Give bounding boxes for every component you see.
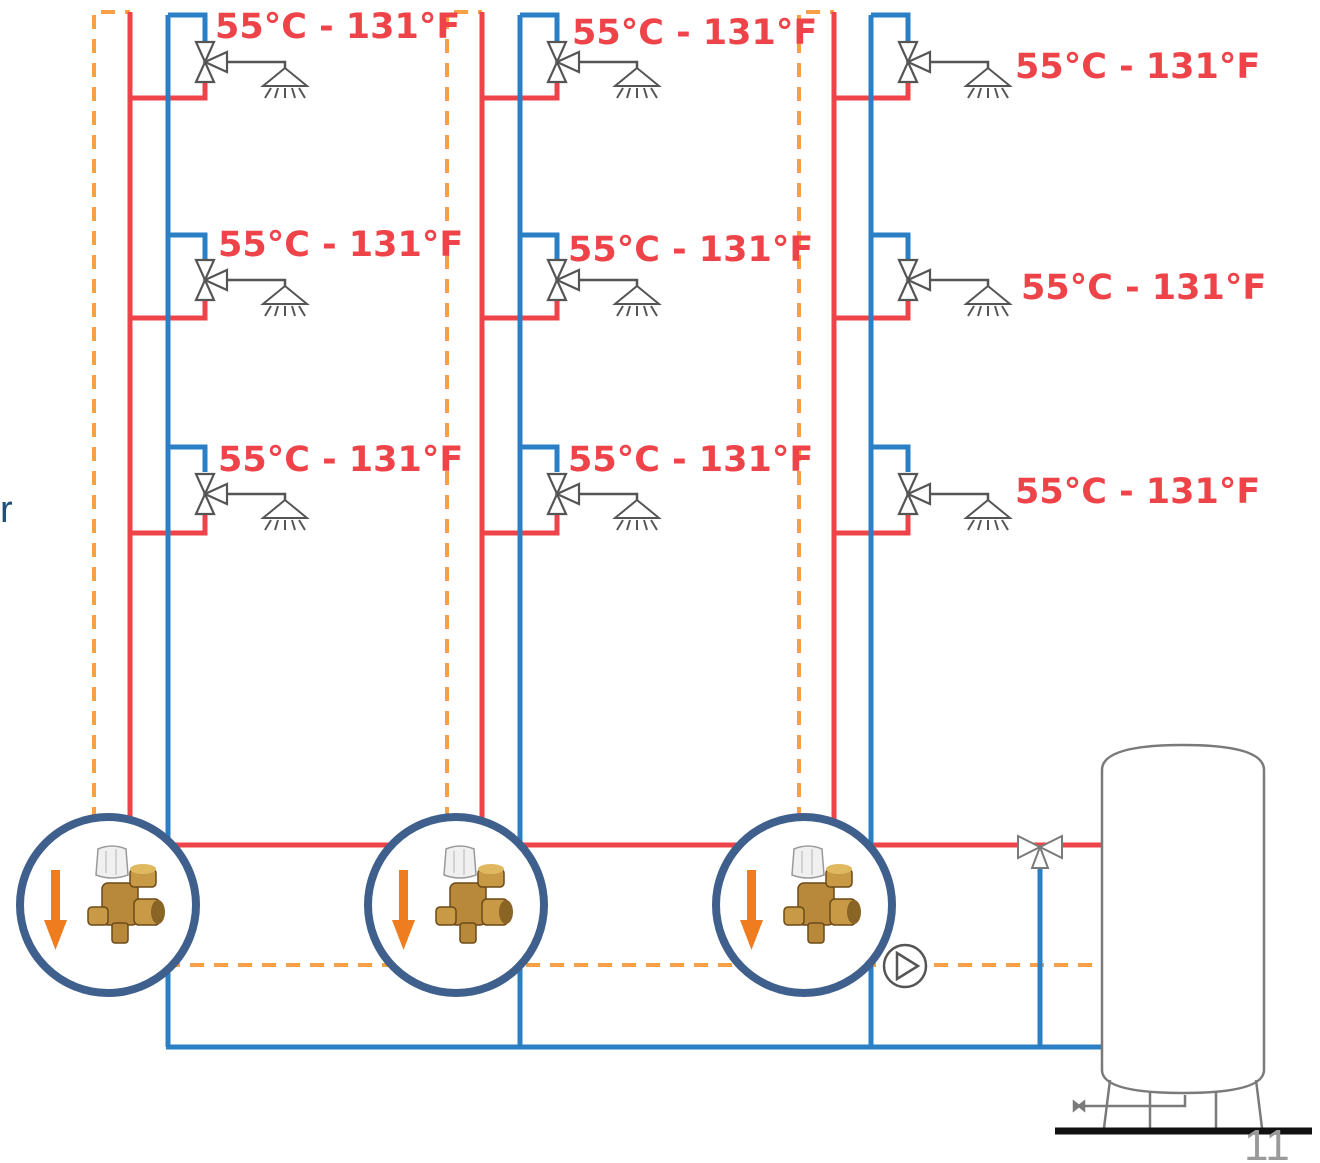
mixing-valve-callout: [20, 817, 196, 993]
shower-pipe: [930, 62, 988, 68]
three-way-valve-icon: [1018, 836, 1062, 868]
shower-head-icon: [966, 68, 1010, 98]
shower-head-icon: [615, 68, 659, 98]
mixing-valve-callout: [368, 817, 544, 993]
temp-label-riser2-floor1: 55°C - 131°F: [572, 13, 817, 53]
mixing-valve-callout: [716, 817, 892, 993]
storage-tank-icon: [1074, 745, 1264, 1128]
pump-icon: [884, 945, 926, 987]
valve-icon: [196, 474, 227, 514]
valve-icon: [899, 42, 930, 82]
temp-label-riser3-floor1: 55°C - 131°F: [1015, 47, 1260, 87]
shower-pipe: [579, 62, 637, 68]
shower-head-icon: [615, 500, 659, 530]
left-edge-text: r: [0, 489, 13, 531]
shower-pipe: [227, 62, 285, 68]
shower-head-icon: [263, 286, 307, 316]
shower-head-icon: [263, 68, 307, 98]
page-number: 11: [1244, 1121, 1290, 1163]
shower-pipe: [227, 494, 285, 500]
valve-icon: [196, 42, 227, 82]
valve-icon: [196, 260, 227, 300]
valve-icon: [548, 474, 579, 514]
temp-label-riser2-floor3: 55°C - 131°F: [568, 440, 813, 480]
temp-label-riser3-floor2: 55°C - 131°F: [1021, 268, 1266, 308]
shower-head-icon: [966, 500, 1010, 530]
shower-pipe: [579, 280, 637, 286]
temp-label-riser2-floor2: 55°C - 131°F: [568, 230, 813, 270]
shower-pipe: [930, 494, 988, 500]
hot-water-lines: [128, 12, 1102, 845]
mixing-valves-group: [20, 817, 892, 993]
recirculation-lines: [94, 12, 1102, 965]
temp-label-riser1-floor2: 55°C - 131°F: [218, 225, 463, 265]
shower-head-icon: [615, 286, 659, 316]
valve-icon: [899, 260, 930, 300]
shower-head-icon: [966, 286, 1010, 316]
temp-label-riser1-floor3: 55°C - 131°F: [218, 440, 463, 480]
shower-pipe: [930, 280, 988, 286]
shower-pipe: [579, 494, 637, 500]
temp-label-riser1-floor1: 55°C - 131°F: [215, 7, 460, 47]
shower-pipe: [227, 280, 285, 286]
valve-icon: [899, 474, 930, 514]
temp-label-riser3-floor3: 55°C - 131°F: [1015, 472, 1260, 512]
shower-head-icon: [263, 500, 307, 530]
cold-water-lines: [166, 15, 1102, 1047]
